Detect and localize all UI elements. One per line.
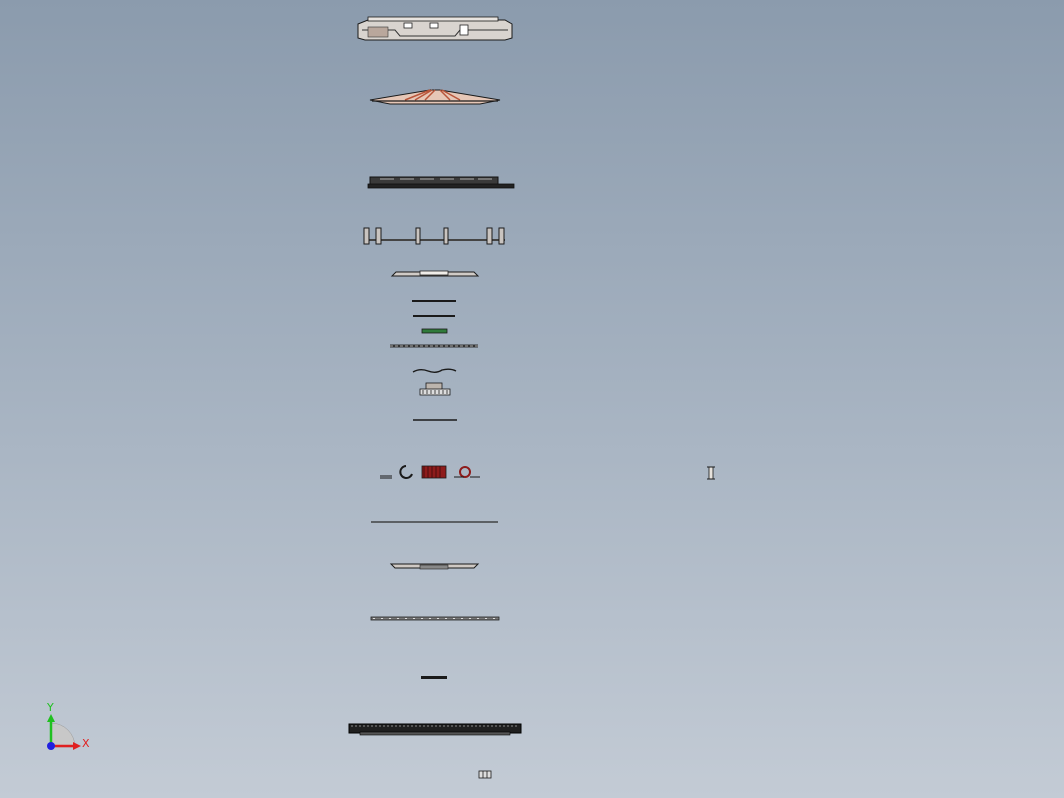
cone-diaphragm[interactable] bbox=[369, 89, 501, 105]
x-axis-label: X bbox=[82, 737, 90, 750]
small-pin[interactable] bbox=[707, 466, 715, 480]
axis-triad: X Y bbox=[46, 701, 90, 750]
pcb-green[interactable] bbox=[421, 328, 448, 334]
screw-rail[interactable] bbox=[363, 227, 505, 245]
connector[interactable] bbox=[419, 382, 451, 396]
triad-arc-icon bbox=[50, 722, 76, 748]
coil-assembly[interactable] bbox=[380, 465, 480, 479]
top-housing[interactable] bbox=[357, 16, 513, 41]
z-axis-icon bbox=[47, 742, 55, 750]
dotted-strip[interactable] bbox=[370, 616, 500, 621]
grille-plate[interactable] bbox=[367, 176, 515, 189]
small-plate[interactable] bbox=[421, 676, 447, 679]
base-grille[interactable] bbox=[348, 723, 522, 736]
bottom-clip[interactable] bbox=[478, 770, 492, 779]
bracket[interactable] bbox=[390, 270, 480, 277]
spring-clip[interactable] bbox=[412, 368, 457, 373]
y-axis-label: Y bbox=[46, 701, 54, 714]
lower-bracket[interactable] bbox=[389, 563, 480, 570]
